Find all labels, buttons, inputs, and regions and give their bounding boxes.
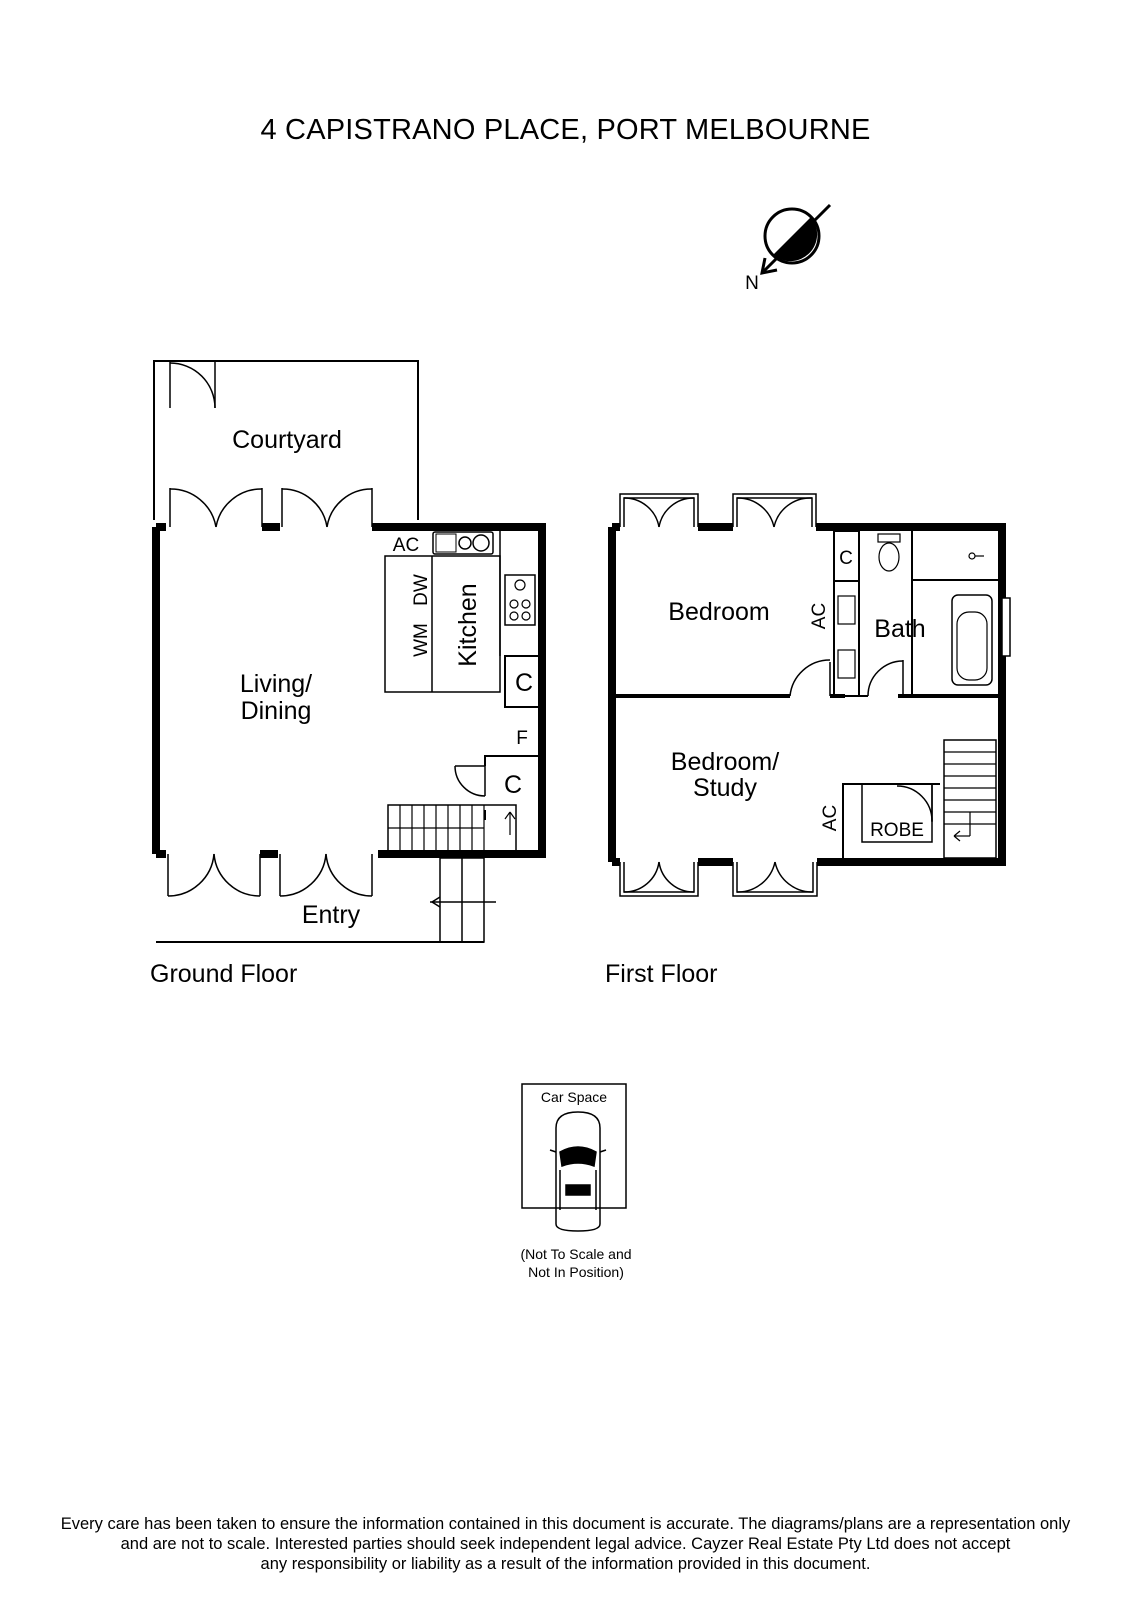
disclaimer-line-3: any responsibility or liability as a res… [260, 1555, 871, 1573]
disclaimer-line-2: and are not to scale. Interested parties… [120, 1535, 1011, 1553]
room-label-dining: Dining [241, 697, 312, 725]
label-ac-bedroom: AC [809, 603, 830, 629]
first-floor-plan [608, 493, 1011, 897]
room-label-kitchen: Kitchen [454, 583, 482, 666]
room-label-courtyard: Courtyard [232, 426, 342, 454]
label-cupboard-stair: C [504, 771, 522, 799]
car-space-box [521, 1083, 627, 1209]
car-space-label: Car Space [541, 1089, 607, 1105]
label-ac-study: AC [820, 805, 841, 831]
car-icon [549, 1111, 607, 1232]
room-label-entry: Entry [302, 901, 361, 929]
label-robe: ROBE [870, 820, 924, 841]
label-washing-machine: WM [411, 623, 432, 657]
first-floor-label: First Floor [605, 960, 718, 988]
label-fridge: F [516, 728, 528, 749]
room-label-study: Study [693, 774, 757, 802]
label-cupboard-pantry: C [515, 669, 533, 697]
car-space-note-1: (Not To Scale and [520, 1246, 631, 1262]
north-arrow-icon [760, 203, 832, 275]
disclaimer: Every care has been taken to ensure the … [20, 1514, 1111, 1574]
label-dishwasher: DW [411, 574, 432, 606]
disclaimer-line-1: Every care has been taken to ensure the … [60, 1515, 1071, 1533]
room-label-bath: Bath [874, 615, 925, 643]
room-label-bedroom-study: Bedroom/ [671, 748, 779, 776]
label-ac-ground: AC [393, 535, 419, 556]
page-title: 4 CAPISTRANO PLACE, PORT MELBOURNE [260, 114, 871, 146]
north-label: N [745, 273, 759, 294]
ground-floor-label: Ground Floor [150, 960, 298, 988]
ground-floor-plan [152, 360, 546, 943]
car-space-note-2: Not In Position) [528, 1264, 624, 1280]
room-label-living: Living/ [240, 670, 312, 698]
room-label-bedroom: Bedroom [668, 598, 769, 626]
label-cupboard-first: C [839, 548, 853, 569]
